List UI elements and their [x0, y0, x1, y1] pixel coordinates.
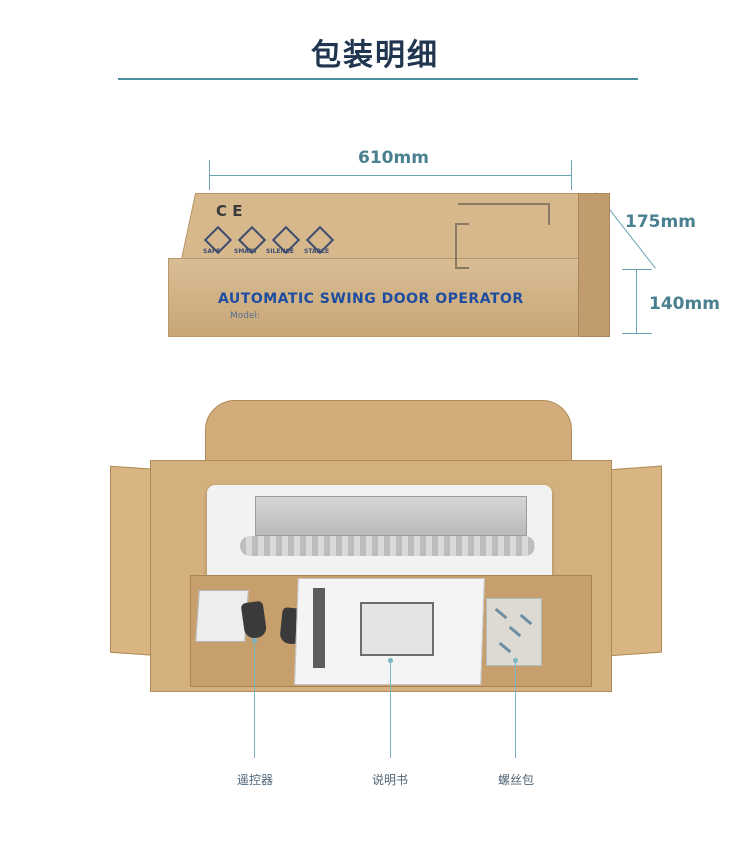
length-tick-left — [209, 160, 210, 190]
box-product-label: AUTOMATIC SWING DOOR OPERATOR — [218, 291, 524, 307]
manual-callout-line — [390, 660, 391, 758]
feature-label-silence: SILENCE — [266, 248, 294, 255]
height-dimension-line — [636, 269, 637, 333]
box-side-face — [578, 193, 610, 337]
box-model-label: Model: — [230, 311, 261, 321]
box-front-face — [168, 258, 580, 337]
depth-label: 175mm — [625, 212, 696, 232]
manual-door-illustration — [360, 602, 434, 656]
operator-arm — [240, 536, 535, 556]
screws-callout-line — [515, 660, 516, 758]
height-tick-top — [622, 269, 652, 270]
manual-cover-strip — [313, 588, 325, 668]
receiver-module — [195, 590, 249, 642]
remote-callout-line — [254, 640, 255, 758]
length-tick-right — [571, 160, 572, 190]
manual-callout-label: 说明书 — [371, 773, 408, 787]
feature-label-smart: SMART — [234, 248, 258, 255]
door-operator-unit — [255, 496, 527, 536]
height-label: 140mm — [649, 294, 720, 314]
page-title: 包装明细 — [311, 38, 439, 73]
feature-label-stable: STABLE — [304, 248, 330, 255]
remote-callout-label: 遥控器 — [236, 773, 273, 787]
length-dimension-line — [209, 175, 572, 176]
height-tick-bottom — [622, 333, 652, 334]
title-divider — [118, 78, 638, 80]
door-graphic — [458, 203, 550, 225]
screws-callout-label: 螺丝包 — [497, 773, 534, 787]
length-label: 610mm — [358, 148, 429, 168]
ce-mark: C E — [216, 202, 243, 220]
door-graphic-frame — [455, 223, 469, 269]
feature-label-safe: SAFE — [203, 248, 221, 255]
